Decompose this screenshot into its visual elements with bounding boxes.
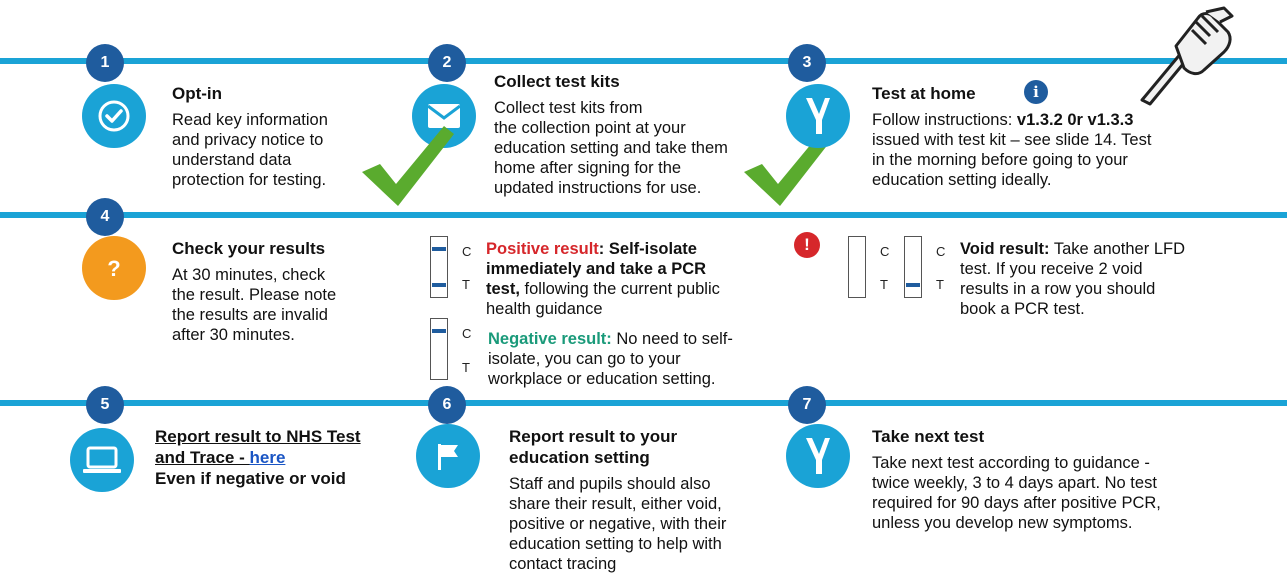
- strip-label-t: T: [462, 360, 470, 375]
- step-number-1: 1: [86, 44, 124, 82]
- step-number-6: 6: [428, 386, 466, 424]
- negative-result-text: Negative result: No need to self- isolat…: [488, 330, 733, 388]
- strip-label-t: T: [462, 277, 470, 292]
- step-number-5: 5: [86, 386, 124, 424]
- step-7-title: Take next test: [872, 427, 985, 446]
- question-icon: ?: [82, 236, 146, 300]
- strip-label-t: T: [936, 277, 944, 292]
- step-3-title: Test at home: [872, 84, 976, 103]
- step-number-3: 3: [788, 44, 826, 82]
- step-5-title: Report result to NHS Test and Trace - he…: [155, 427, 361, 488]
- step-3-body: Follow instructions: v1.3.2 0r v1.3.3 is…: [872, 111, 1152, 189]
- positive-result-text: Positive result: Self-isolate immediatel…: [486, 240, 720, 318]
- step-number-7: 7: [788, 386, 826, 424]
- step-6-title: Report result to your education setting: [509, 427, 678, 467]
- check-icon: [82, 84, 146, 148]
- nhs-report-link[interactable]: here: [249, 448, 286, 467]
- alert-icon: !: [794, 232, 820, 258]
- step-number-4: 4: [86, 198, 124, 236]
- timeline-line-top: [0, 58, 1287, 64]
- step-2-title: Collect test kits: [494, 72, 620, 91]
- strip-label-c: C: [462, 326, 472, 341]
- step-number-2: 2: [428, 44, 466, 82]
- checkmark-tick-icon: [362, 126, 454, 206]
- test-strip-void-t-only: [904, 236, 922, 298]
- step-1-title: Opt-in: [172, 84, 223, 103]
- test-swab-icon: [786, 84, 850, 148]
- timeline-line-bottom: [0, 400, 1287, 406]
- laptop-icon: [70, 428, 134, 492]
- strip-label-t: T: [880, 277, 888, 292]
- flag-icon: [416, 424, 480, 488]
- hand-pointer-icon: [1140, 6, 1234, 106]
- test-strip-negative: [430, 318, 448, 380]
- test-swab-icon: [786, 424, 850, 488]
- strip-label-c: C: [462, 244, 472, 259]
- step-7-body: Take next test according to guidance -tw…: [872, 454, 1161, 532]
- strip-label-c: C: [936, 244, 946, 259]
- strip-label-c: C: [880, 244, 890, 259]
- svg-text:?: ?: [107, 256, 120, 281]
- step-4-title: Check your results: [172, 239, 326, 258]
- timeline-line-middle: [0, 212, 1287, 218]
- void-result-text: Void result: Take another LFD test. If y…: [960, 240, 1185, 318]
- info-icon[interactable]: i: [1024, 80, 1048, 104]
- test-strip-positive: [430, 236, 448, 298]
- test-strip-void-empty: [848, 236, 866, 298]
